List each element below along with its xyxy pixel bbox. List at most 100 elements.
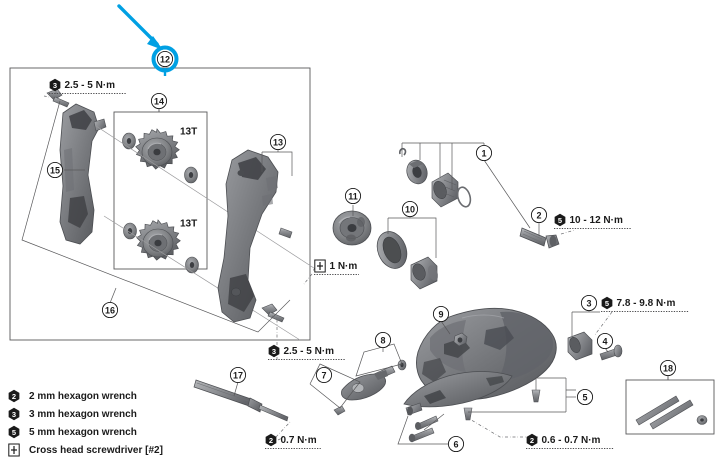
callout-bubble[interactable] bbox=[576, 388, 594, 406]
callout-bubble[interactable] bbox=[150, 92, 168, 110]
washer-upper-right bbox=[184, 166, 198, 184]
part-1-clip bbox=[399, 147, 407, 156]
highlight-callout-label: 12 bbox=[160, 55, 170, 65]
callout-4[interactable]: 4 bbox=[596, 332, 614, 350]
callout-bubble[interactable] bbox=[101, 301, 119, 319]
callout-1[interactable]: 1 bbox=[475, 144, 493, 162]
highlight-callout-bubble[interactable] bbox=[156, 50, 174, 68]
callout-5[interactable]: 5 bbox=[576, 388, 594, 406]
outer-cage-plate bbox=[217, 149, 279, 323]
torque-value: 2.5 - 5 N·m bbox=[65, 80, 116, 91]
legend-item-label: Cross head screwdriver [#2] bbox=[29, 445, 163, 456]
legend-item-4: Cross head screwdriver [#2] bbox=[8, 443, 163, 457]
callout-label: 14 bbox=[154, 97, 164, 107]
callout-18[interactable]: 18 bbox=[659, 359, 677, 377]
callout-bubble[interactable] bbox=[229, 366, 247, 384]
torque-value: 7.8 - 9.8 N·m bbox=[617, 298, 676, 309]
legend-tool-icon: 3 bbox=[8, 407, 20, 421]
callout-bubble[interactable] bbox=[401, 200, 419, 218]
callout-bubble[interactable] bbox=[269, 133, 287, 151]
callout-16[interactable]: 16 bbox=[101, 301, 119, 319]
callout-bubble[interactable] bbox=[475, 144, 493, 162]
cage-bolt-bottom bbox=[261, 303, 285, 323]
annotation-arrow-head bbox=[147, 36, 163, 50]
callout-bubble[interactable] bbox=[659, 359, 677, 377]
callout-bubble[interactable] bbox=[596, 332, 614, 350]
callout-label: 11 bbox=[348, 192, 358, 202]
callout-bubble[interactable] bbox=[46, 161, 64, 179]
callout-10[interactable]: 10 bbox=[401, 200, 419, 218]
callout-7[interactable]: 7 bbox=[315, 366, 333, 384]
legend-item-label: 2 mm hexagon wrench bbox=[29, 391, 137, 402]
leader-lines bbox=[21, 100, 669, 445]
callout-label: 6 bbox=[453, 440, 458, 450]
torque-tool-badge: 2 bbox=[526, 433, 538, 447]
legend-item-label: 3 mm hexagon wrench bbox=[29, 409, 137, 420]
callout-11[interactable]: 11 bbox=[344, 187, 362, 205]
hex-badge-number: 2 bbox=[269, 436, 273, 445]
callout-2[interactable]: 2 bbox=[530, 206, 548, 224]
highlight-arrow-group: 12 bbox=[117, 4, 179, 76]
hex-badge-number: 2 bbox=[530, 436, 534, 445]
callout-group: 1 2 3 4 5 6 7 8 9 10 11 13 14 15 16 17 18 bbox=[46, 92, 677, 453]
callout-bubble[interactable] bbox=[344, 187, 362, 205]
callout-label: 9 bbox=[438, 310, 443, 320]
torque-tool-badge: 5 bbox=[554, 213, 566, 227]
torque-spec-t3: 1 N·m bbox=[314, 259, 359, 275]
hex-badge-number: 5 bbox=[12, 428, 16, 437]
callout-15[interactable]: 15 bbox=[46, 161, 64, 179]
cable-cover-plate bbox=[403, 371, 513, 408]
callout-bubble[interactable] bbox=[530, 206, 548, 224]
part-18-contents bbox=[635, 395, 708, 430]
callout-label: 2 bbox=[536, 211, 541, 221]
inner-cage-plate bbox=[59, 103, 107, 245]
callout-bubble[interactable] bbox=[447, 435, 465, 453]
callout-bubble[interactable] bbox=[432, 305, 450, 323]
callout-label: 8 bbox=[380, 336, 385, 346]
callout-bubble[interactable] bbox=[374, 331, 392, 349]
callout-label: 5 bbox=[582, 393, 587, 403]
callout-bubble[interactable] bbox=[315, 366, 333, 384]
hex-wrench-icon bbox=[601, 296, 613, 310]
hex-badge-number: 3 bbox=[53, 81, 57, 90]
callout-bubble[interactable] bbox=[580, 294, 598, 312]
callout-label: 10 bbox=[405, 205, 415, 215]
assembly-axis-lower bbox=[103, 215, 301, 341]
hex-wrench-icon bbox=[554, 213, 566, 227]
part-10-bushing bbox=[410, 256, 439, 290]
callout-3[interactable]: 3 bbox=[580, 294, 598, 312]
hex-badge-number: 5 bbox=[605, 299, 609, 308]
torque-tool-badge: 5 bbox=[601, 296, 613, 310]
pulley-box-14 bbox=[113, 111, 208, 270]
callout-label: 13 bbox=[273, 138, 283, 148]
legend-tool-icon: 5 bbox=[8, 425, 20, 439]
hex-wrench-icon bbox=[265, 433, 277, 447]
callout-17[interactable]: 17 bbox=[229, 366, 247, 384]
washer-lower-left bbox=[123, 222, 137, 240]
hex-badge-number: 5 bbox=[558, 216, 562, 225]
callout-8[interactable]: 8 bbox=[374, 331, 392, 349]
parts-box-18 bbox=[625, 379, 715, 435]
part-10-ring bbox=[376, 231, 408, 269]
callout-13[interactable]: 13 bbox=[269, 133, 287, 151]
callout-14[interactable]: 14 bbox=[150, 92, 168, 110]
pulley-lower-assembly bbox=[123, 219, 199, 274]
torque-tool-badge: 2 bbox=[265, 433, 277, 447]
pulley-tooth-label: 13T bbox=[180, 127, 197, 138]
derailleur-main-body bbox=[416, 307, 557, 400]
legend-item-label: 5 mm hexagon wrench bbox=[29, 427, 137, 438]
callout-6[interactable]: 6 bbox=[447, 435, 465, 453]
callout-label: 4 bbox=[602, 337, 607, 347]
hex-badge-number: 3 bbox=[12, 410, 16, 419]
callout-label: 18 bbox=[663, 364, 673, 374]
torque-tool-badge bbox=[314, 259, 326, 273]
part-11-cap bbox=[332, 210, 372, 246]
legend-item-2: 3 3 mm hexagon wrench bbox=[8, 407, 137, 421]
callout-9[interactable]: 9 bbox=[432, 305, 450, 323]
